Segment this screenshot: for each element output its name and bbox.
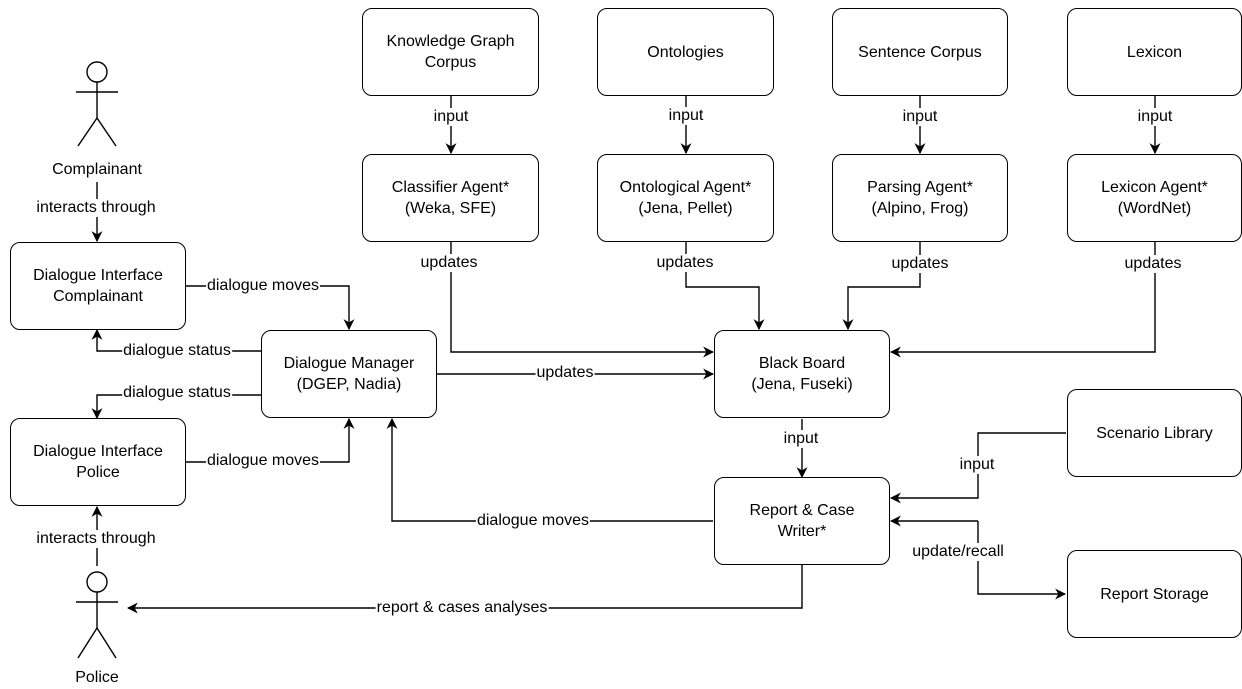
edge-classifier-to-blackboard — [450, 242, 715, 358]
box-black-board: Black Board (Jena, Fuseki) — [714, 330, 890, 418]
edge-writer-to-dm — [386, 417, 713, 522]
label-updates-dm: updates — [535, 364, 595, 382]
box-ontologies: Ontologies — [597, 8, 774, 96]
box-classifier-agent: Classifier Agent* (Weka, SFE) — [362, 154, 539, 242]
box-knowledge-graph-corpus: Knowledge Graph Corpus — [362, 8, 539, 96]
label-dialogue-status-complainant: dialogue status — [122, 342, 232, 360]
police-label: Police — [75, 669, 119, 686]
label-input-writer: input — [782, 430, 820, 448]
label-report-cases-analyses: report & cases analyses — [375, 599, 549, 617]
label-interacts-police: interacts through — [35, 530, 157, 548]
label-input-scenario: input — [958, 456, 996, 474]
box-sentence-corpus: Sentence Corpus — [832, 8, 1008, 96]
label-input-parsing: input — [901, 108, 939, 126]
complainant-actor-figure — [76, 61, 118, 147]
box-dialogue-interface-complainant: Dialogue Interface Complainant — [10, 242, 186, 330]
label-updates-ontological: updates — [655, 254, 715, 272]
label-dialogue-status-police: dialogue status — [122, 384, 232, 402]
label-input-ontological: input — [667, 107, 705, 125]
box-report-case-writer: Report & Case Writer* — [714, 477, 890, 565]
label-dialogue-moves-complainant: dialogue moves — [205, 277, 321, 295]
complainant-label: Complainant — [52, 161, 142, 178]
edge-writer-to-police — [126, 565, 803, 614]
label-update-recall: update/recall — [911, 543, 1005, 561]
box-ontological-agent: Ontological Agent* (Jena, Pellet) — [597, 154, 774, 242]
box-lexicon: Lexicon — [1067, 8, 1242, 96]
box-dialogue-manager: Dialogue Manager (DGEP, Nadia) — [261, 330, 437, 418]
label-input-lexicon-agent: input — [1136, 108, 1174, 126]
label-updates-classifier: updates — [419, 254, 479, 272]
box-parsing-agent: Parsing Agent* (Alpino, Frog) — [832, 154, 1008, 242]
label-updates-parsing: updates — [890, 255, 950, 273]
box-lexicon-agent: Lexicon Agent* (WordNet) — [1067, 154, 1242, 242]
box-scenario-library: Scenario Library — [1067, 389, 1242, 477]
label-dialogue-moves-writer: dialogue moves — [475, 512, 591, 530]
label-updates-lexicon-agent: updates — [1123, 255, 1183, 273]
label-input-classifier: input — [432, 108, 470, 126]
label-dialogue-moves-police: dialogue moves — [205, 452, 321, 470]
edge-lexicon-agent-to-blackboard — [889, 242, 1156, 358]
box-dialogue-interface-police: Dialogue Interface Police — [10, 418, 186, 506]
box-report-storage: Report Storage — [1067, 550, 1242, 638]
label-interacts-complainant: interacts through — [35, 199, 157, 217]
police-actor-figure — [76, 571, 118, 659]
